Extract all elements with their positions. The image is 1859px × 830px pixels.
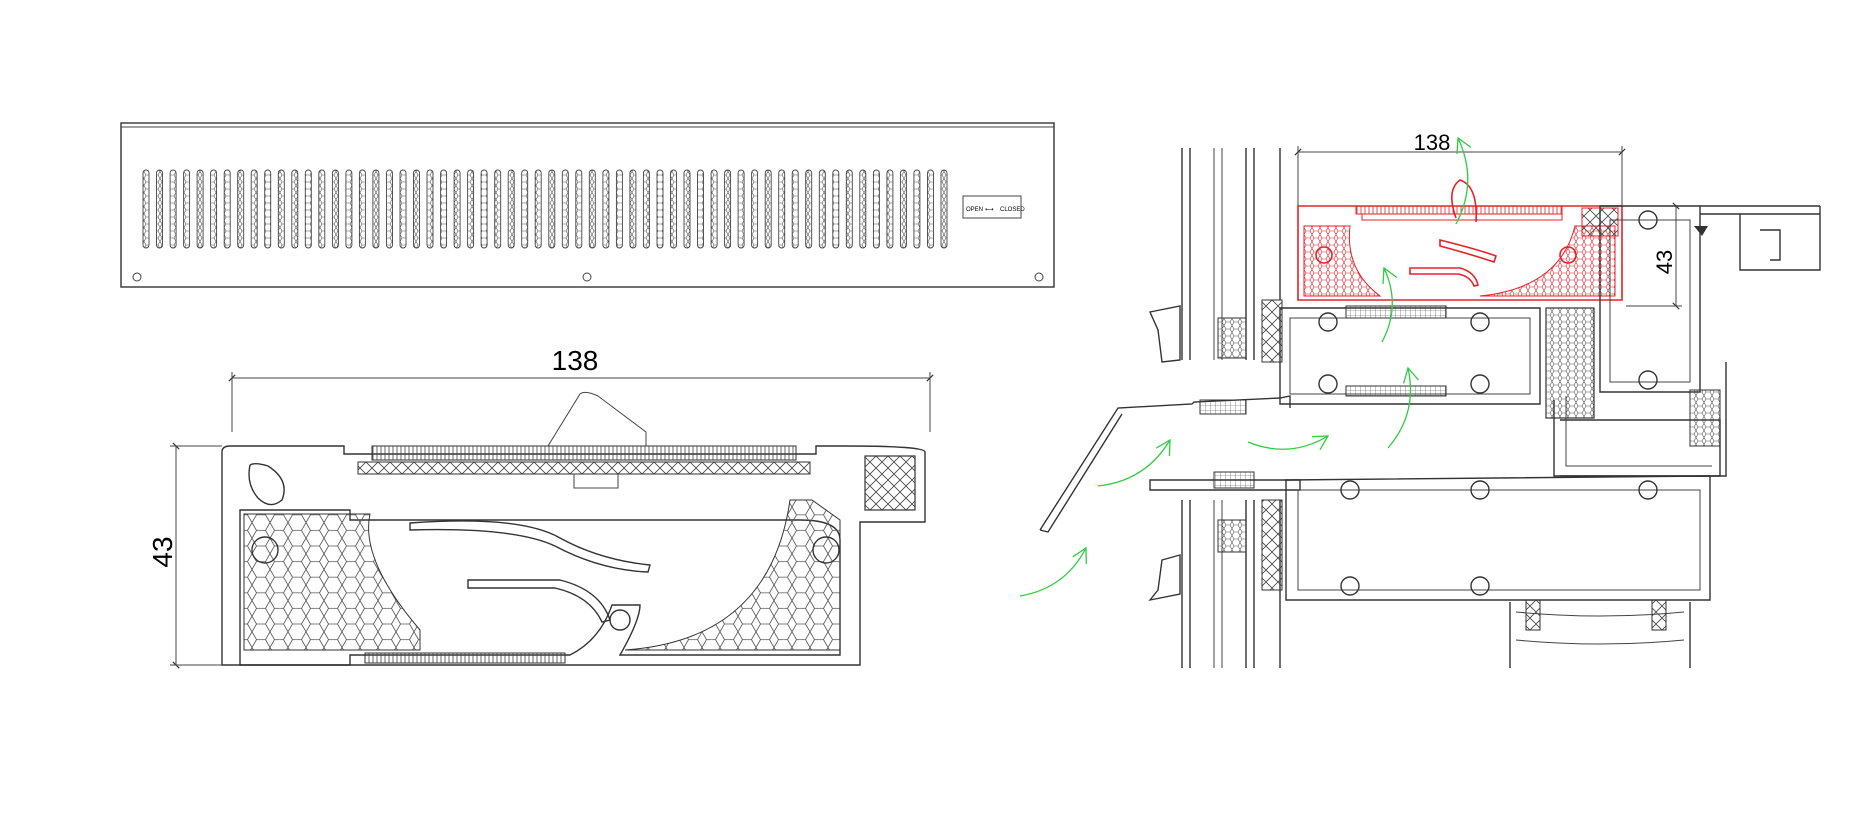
grille-slot xyxy=(683,169,691,249)
grille-slot xyxy=(737,169,745,249)
grille-slot xyxy=(291,169,299,249)
installed-dimension-height: 43 xyxy=(1626,202,1682,310)
grille-slots xyxy=(142,169,948,249)
screw-icon xyxy=(1651,599,1667,631)
grille-slot xyxy=(372,169,380,249)
airflow-arrow-icon xyxy=(1455,137,1469,225)
grille-slot xyxy=(494,169,502,249)
grille-slot xyxy=(521,169,529,249)
label-arrow: ⟷ xyxy=(985,207,994,213)
vent-installed-detail: 138 43 xyxy=(1019,130,1821,668)
airflow-arrowhead-icon xyxy=(1456,136,1472,155)
grille-slot xyxy=(534,169,542,249)
airflow-arrow-icon xyxy=(1247,435,1329,450)
grille-slot xyxy=(250,169,258,249)
grille-slot xyxy=(805,169,813,249)
grille-slot xyxy=(426,169,434,249)
grille-slot xyxy=(399,169,407,249)
grille-slot xyxy=(927,169,934,249)
sill-profile xyxy=(1039,226,1711,668)
grille-slot xyxy=(886,169,894,249)
grille-slot xyxy=(697,169,704,249)
grille-slot xyxy=(318,169,326,249)
grille-slot xyxy=(724,169,732,249)
grille-slot xyxy=(467,169,475,249)
grille-slot xyxy=(453,169,461,249)
grille-slot xyxy=(169,169,177,249)
profile-outline xyxy=(221,445,926,666)
grille-slot xyxy=(304,169,312,249)
grille-slot xyxy=(872,169,880,249)
grille-slot xyxy=(156,169,163,249)
grille-slot xyxy=(764,169,772,249)
dim-height-label: 43 xyxy=(147,536,178,567)
vent-grille-front-view: OPEN ⟷ CLOSED xyxy=(120,122,1055,288)
installed-dim-width-label: 138 xyxy=(1414,130,1451,155)
grille-slot xyxy=(440,169,448,249)
grille-slot xyxy=(345,169,353,249)
grille-slot xyxy=(832,169,840,249)
airflow-arrow-icon xyxy=(1097,439,1171,487)
grille-slot xyxy=(629,169,637,249)
grille-slot xyxy=(548,169,556,249)
grille-slot xyxy=(507,169,515,249)
grille-slot xyxy=(358,169,366,249)
grille-slot xyxy=(602,169,610,249)
grille-slot xyxy=(386,169,393,249)
grille-slot xyxy=(237,169,245,249)
grille-slot xyxy=(575,169,583,249)
grille-slot xyxy=(561,169,569,249)
grille-slot xyxy=(413,169,420,249)
screw-icon xyxy=(1525,599,1541,631)
grille-slot xyxy=(859,169,867,249)
dimension-width: 138 xyxy=(228,345,934,432)
grille-slot xyxy=(480,169,488,249)
dimension-height: 43 xyxy=(147,442,222,669)
airflow-arrowhead-icon xyxy=(1155,438,1171,457)
grille-slot xyxy=(196,169,204,249)
grille-slot xyxy=(331,169,339,249)
airflow-arrowhead-icon xyxy=(1402,366,1419,384)
grille-slot xyxy=(142,169,150,249)
grille-slot xyxy=(588,169,596,249)
vent-section-detail: 138 43 xyxy=(147,345,934,669)
open-closed-label-plate: OPEN ⟷ CLOSED xyxy=(962,195,1025,219)
grille-slot xyxy=(899,169,907,249)
screw-icon xyxy=(1694,226,1708,236)
grille-slot xyxy=(642,169,650,249)
grille-slot xyxy=(778,169,786,249)
airflow-arrow-icon xyxy=(1019,547,1087,597)
grille-slot xyxy=(183,169,191,249)
grille-slot xyxy=(751,169,759,249)
grille-slot xyxy=(791,169,799,249)
installed-dim-height-label: 43 xyxy=(1652,250,1677,274)
mounting-hole xyxy=(132,272,142,282)
airflow-arrow-icon xyxy=(1381,267,1393,343)
airflow-arrowhead-icon xyxy=(1311,435,1330,451)
label-closed: CLOSED xyxy=(1000,207,1025,213)
airflow-arrow-icon xyxy=(1387,367,1412,449)
dim-width-label: 138 xyxy=(552,345,599,376)
grille-slot xyxy=(710,169,718,249)
grille-slot xyxy=(670,169,677,249)
grille-slot xyxy=(940,169,948,249)
label-open: OPEN xyxy=(966,207,983,213)
grille-slot xyxy=(615,169,623,249)
frame-profiles xyxy=(1279,205,1821,477)
airflow-arrowhead-icon xyxy=(1382,266,1398,285)
airflow-arrows xyxy=(1019,136,1472,597)
mounting-hole xyxy=(1034,272,1044,282)
grille-slot xyxy=(223,169,231,249)
airflow-arrowhead-icon xyxy=(1072,546,1087,565)
grille-slot xyxy=(845,169,853,249)
grille-slot xyxy=(913,169,921,249)
grille-slot xyxy=(656,169,664,249)
grille-slot xyxy=(210,169,218,249)
grille-slot xyxy=(818,169,826,249)
window-frame-left xyxy=(1148,148,1283,668)
grille-slot xyxy=(277,169,285,249)
grille-slot xyxy=(264,169,272,249)
mounting-hole xyxy=(582,272,592,282)
